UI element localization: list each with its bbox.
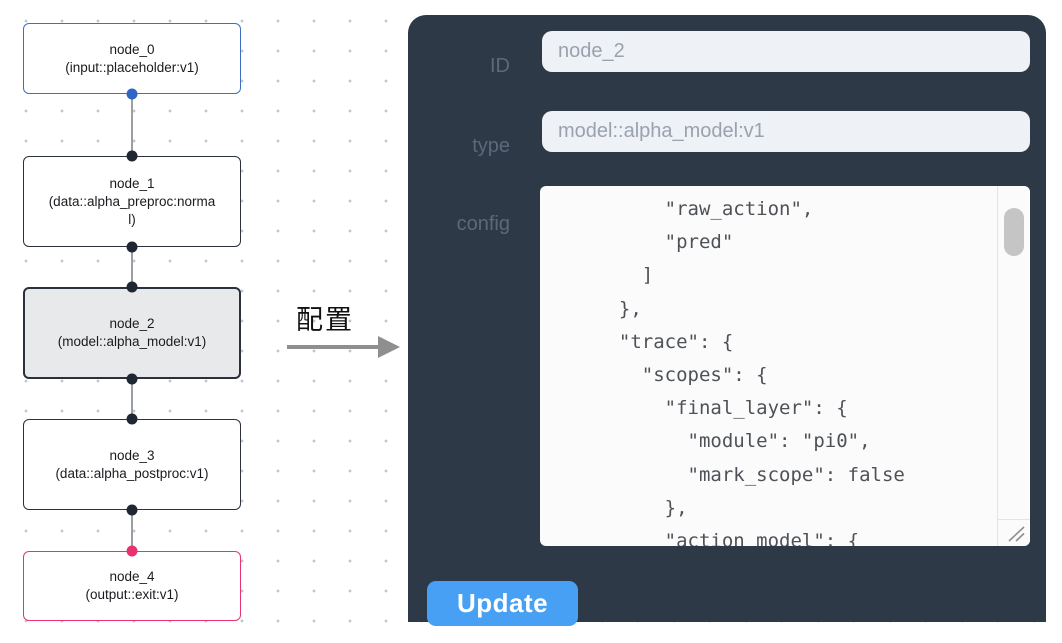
config-scrollbar-track[interactable] [997,186,1030,519]
id-input[interactable] [542,31,1030,72]
port-node2-in[interactable] [126,281,138,293]
node0-type: (input::placeholder:v1) [65,59,199,75]
config-scroll-corner [997,519,1030,546]
arrow-line [287,345,380,349]
node4-id: node_4 [109,569,155,584]
port-node3-out[interactable] [126,504,138,516]
graph-node-node3[interactable]: node_3 (data::alpha_postproc:v1) [23,419,241,510]
edge-node3-node4 [131,510,133,551]
edge-node2-node3 [131,379,133,419]
id-field-label: ID [490,55,510,77]
graph-node-node2-selected[interactable]: node_2 (model::alpha_model:v1) [23,287,241,379]
port-node3-in[interactable] [126,413,138,425]
resize-handle-icon[interactable] [1006,524,1028,544]
graph-node-node4[interactable]: node_4 (output::exit:v1) [23,551,241,621]
config-textarea[interactable]: "raw_action", "pred" ] }, "trace": { "sc… [540,186,1030,546]
node1-type: (data::alpha_preproc:normal) [48,193,216,227]
port-node2-out[interactable] [126,373,138,385]
type-input[interactable] [542,111,1030,152]
node3-id: node_3 [109,447,155,463]
port-node1-out[interactable] [126,241,138,253]
node4-type: (output::exit:v1) [85,587,179,602]
node2-id: node_2 [109,316,155,331]
edge-node0-node1 [131,94,133,156]
config-field-label: config [456,213,510,235]
config-annotation-label: 配置 [296,305,354,335]
port-node0-out[interactable] [126,88,138,100]
graph-node-node1[interactable]: node_1 (data::alpha_preproc:normal) [23,156,241,247]
update-button[interactable]: Update [427,581,578,626]
node2-type: (model::alpha_model:v1) [57,334,207,349]
edge-node1-node2 [131,247,133,287]
port-node4-in[interactable] [126,545,138,557]
type-field-label: type [472,135,510,157]
graph-node-node0[interactable]: node_0 (input::placeholder:v1) [23,23,241,94]
node3-type: (data::alpha_postproc:v1) [55,465,209,481]
port-node1-in[interactable] [126,150,138,162]
config-scrollbar-thumb[interactable] [1004,208,1024,256]
node-config-panel: ID type config "raw_action", "pred" ] },… [408,15,1046,622]
node1-id: node_1 [109,175,155,191]
config-json-text: "raw_action", "pred" ] }, "trace": { "sc… [618,198,905,546]
arrow-right-icon [378,336,400,358]
node0-id: node_0 [109,41,155,57]
